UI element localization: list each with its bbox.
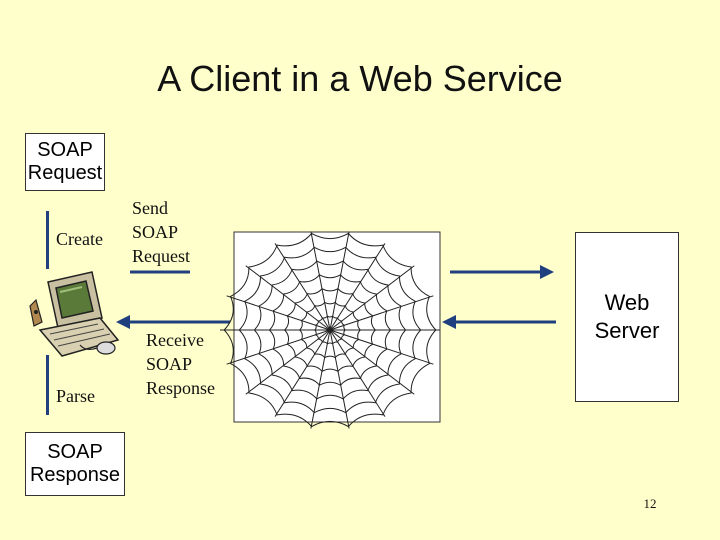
parse-lifeline — [46, 355, 49, 415]
send-request-arrow — [130, 265, 554, 279]
slide-title: A Client in a Web Service — [157, 58, 563, 99]
computer-icon — [29, 271, 120, 357]
soap-request-label: SOAP Request — [27, 139, 103, 184]
spiderweb-icon — [220, 231, 441, 429]
web-server-box: Web Server — [575, 232, 679, 402]
receive-response-arrow — [116, 315, 556, 329]
page-number: 12 — [643, 496, 657, 511]
soap-response-box: SOAP Response — [25, 432, 125, 496]
parse-label: Parse — [56, 386, 95, 406]
send-request-label: Send SOAP Request — [132, 198, 190, 266]
create-label: Create — [56, 229, 103, 249]
create-lifeline — [46, 211, 49, 269]
web-server-label: Web Server — [594, 290, 660, 343]
receive-response-label: Receive SOAP Response — [146, 330, 215, 398]
soap-request-box: SOAP Request — [25, 133, 105, 191]
soap-response-label: SOAP Response — [29, 441, 121, 486]
